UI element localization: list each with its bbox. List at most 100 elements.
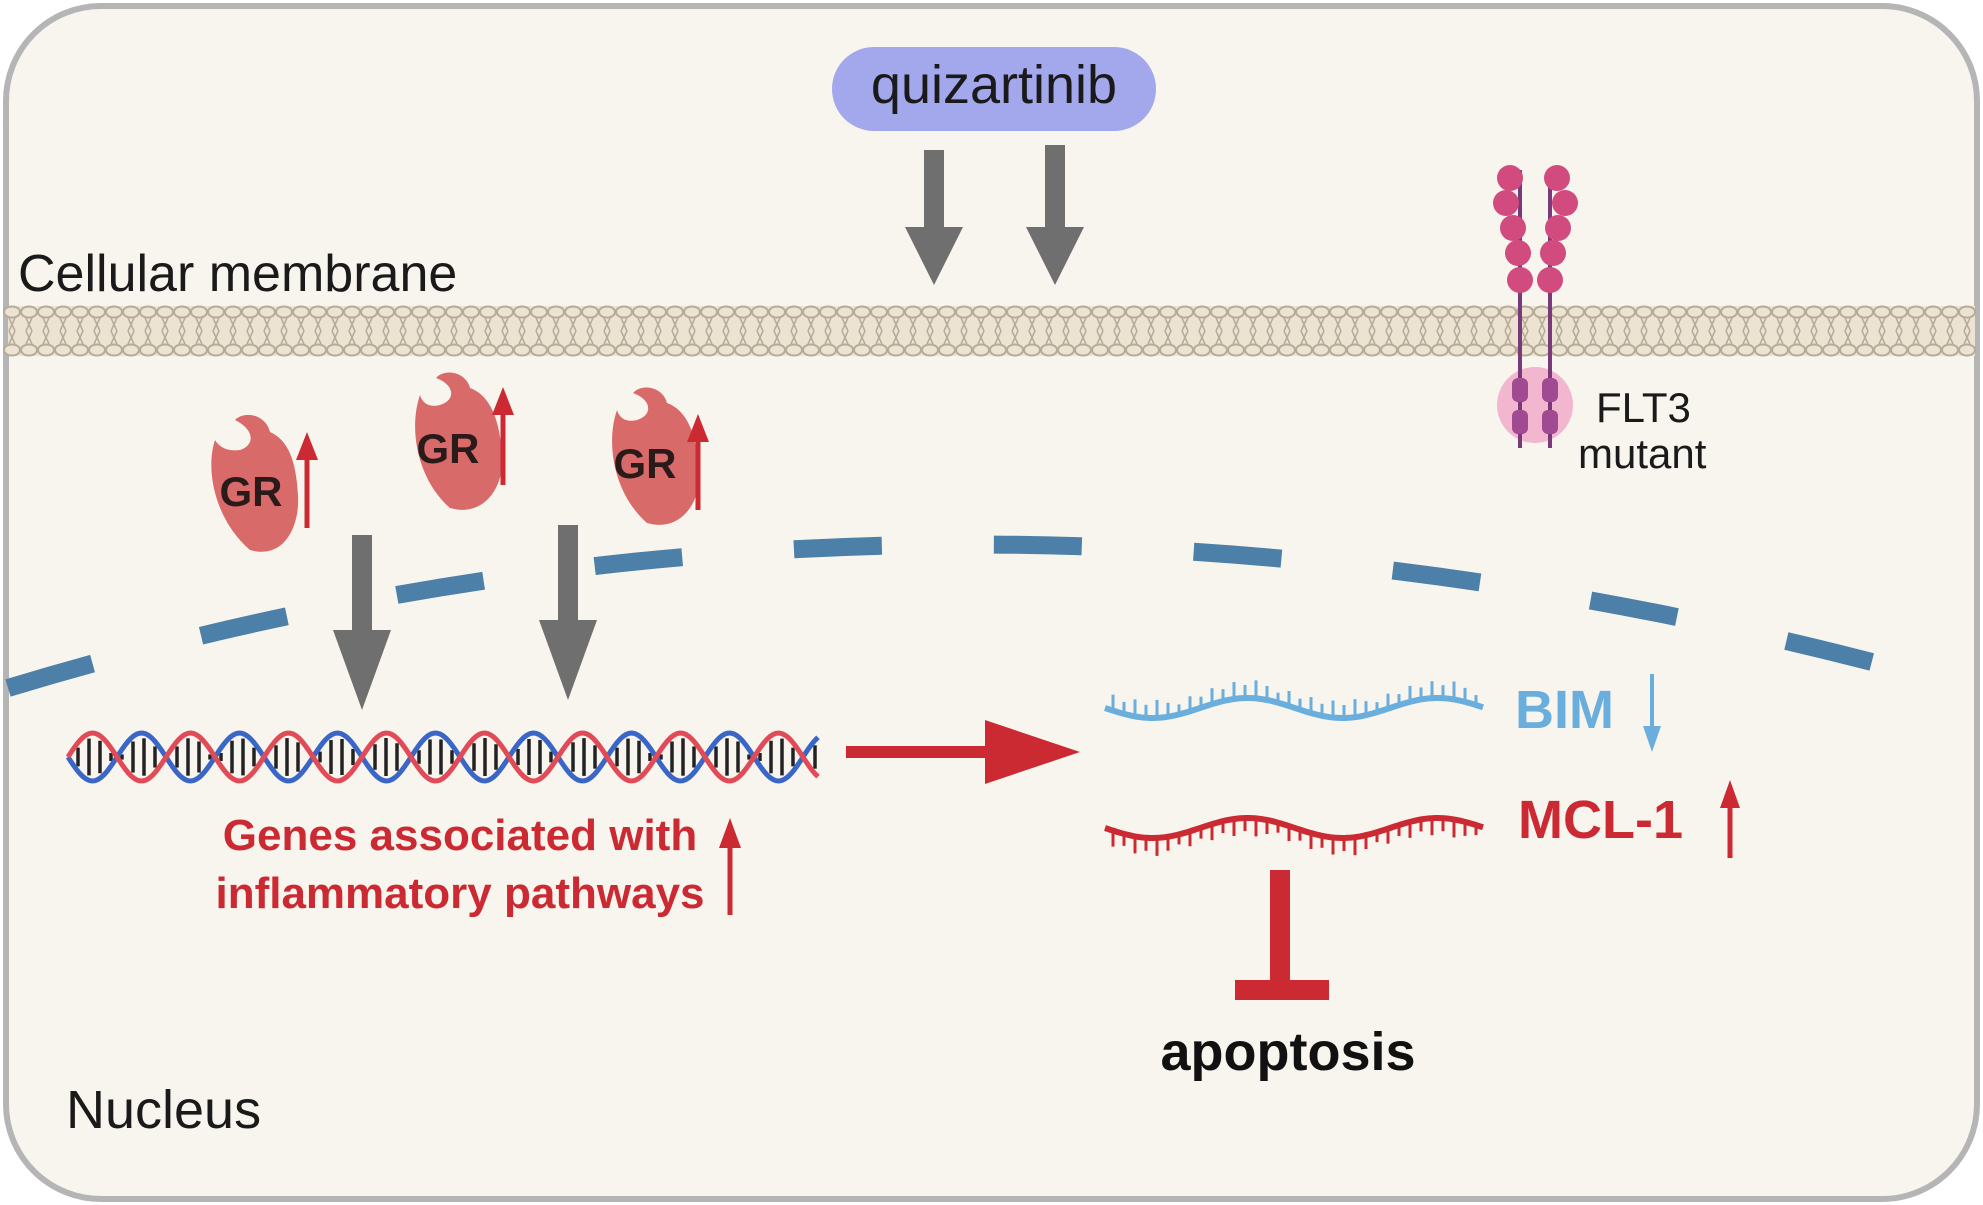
lipid-head: [581, 305, 599, 319]
lipid-tail: [637, 317, 645, 345]
lipid-head: [1329, 305, 1347, 319]
lipid-tail: [688, 317, 696, 345]
lipid-head: [496, 305, 514, 319]
lipid-head: [1159, 305, 1177, 319]
gr-up-arrow-1: [296, 432, 318, 528]
lipid-head: [615, 343, 633, 357]
gr-up-arrow-2: [492, 387, 514, 485]
lipid-head: [938, 343, 956, 357]
lipid-head: [1873, 305, 1891, 319]
genes-label-line1: Genes associated with: [223, 811, 697, 860]
lipid-tail: [1895, 317, 1903, 345]
lipid-tail: [1742, 317, 1750, 345]
lipid-head: [173, 343, 191, 357]
lipid-head: [1584, 305, 1602, 319]
lipid-head: [1890, 305, 1908, 319]
quizartinib-label: quizartinib: [871, 55, 1117, 115]
lipid-tail: [1538, 317, 1546, 345]
lipid-tail: [1232, 317, 1240, 345]
lipid-head: [1703, 305, 1721, 319]
lipid-tail: [178, 317, 186, 345]
lipid-tail: [25, 317, 33, 345]
lipid-head: [360, 343, 378, 357]
membrane-label: Cellular membrane: [18, 245, 457, 303]
lipid-tail: [824, 317, 832, 345]
lipid-tail: [1334, 317, 1342, 345]
lipid-tail: [1385, 317, 1393, 345]
lipid-tail: [1300, 317, 1308, 345]
lipid-head: [1380, 343, 1398, 357]
lipid-tail: [552, 317, 560, 345]
lipid-tail: [331, 317, 339, 345]
lipid-head: [1567, 343, 1585, 357]
lipid-head: [1890, 343, 1908, 357]
lipid-head: [1193, 305, 1211, 319]
lipid-head: [853, 343, 871, 357]
lipid-head: [1941, 305, 1959, 319]
lipid-head: [1465, 305, 1483, 319]
bim-mrna: [1104, 680, 1484, 721]
lipid-head: [1754, 343, 1772, 357]
lipid-head: [343, 305, 361, 319]
lipid-head: [445, 343, 463, 357]
lipid-head: [1805, 305, 1823, 319]
lipid-head: [1040, 305, 1058, 319]
lipid-head: [666, 343, 684, 357]
lipid-tail: [1096, 317, 1104, 345]
lipid-head: [887, 305, 905, 319]
lipid-head: [37, 343, 55, 357]
lipid-tail: [994, 317, 1002, 345]
lipid-head: [700, 343, 718, 357]
lipid-head: [1125, 343, 1143, 357]
lipid-head: [309, 343, 327, 357]
lipid-tail: [1436, 317, 1444, 345]
lipid-head: [1499, 305, 1517, 319]
lipid-head: [71, 343, 89, 357]
mcl1-mrna: [1104, 815, 1484, 856]
lipid-head: [1312, 343, 1330, 357]
receptor-transmembrane-halo: [1497, 367, 1573, 443]
lipid-head: [241, 343, 259, 357]
lipid-head: [3, 343, 21, 357]
lipid-tail: [501, 317, 509, 345]
lipid-head: [1652, 305, 1670, 319]
lipid-head: [717, 343, 735, 357]
lipid-tail: [773, 317, 781, 345]
lipid-head: [1533, 343, 1551, 357]
lipid-tail: [756, 317, 764, 345]
lipid-tail: [1878, 317, 1886, 345]
gr-label-3: GR: [614, 440, 677, 487]
lipid-tail: [246, 317, 254, 345]
lipid-head: [513, 305, 531, 319]
lipid-head: [1941, 343, 1959, 357]
lipid-head: [1227, 305, 1245, 319]
lipid-head: [1788, 305, 1806, 319]
lipid-head: [1091, 343, 1109, 357]
lipid-head: [71, 305, 89, 319]
lipid-head: [1278, 343, 1296, 357]
lipid-tail: [977, 317, 985, 345]
lipid-head: [1839, 343, 1857, 357]
lipid-head: [1397, 305, 1415, 319]
lipid-head: [1363, 343, 1381, 357]
lipid-tail: [229, 317, 237, 345]
lipid-head: [1244, 343, 1262, 357]
lipid-tail: [1181, 317, 1189, 345]
lipid-head: [819, 305, 837, 319]
lipid-head: [870, 343, 888, 357]
lipid-head: [258, 305, 276, 319]
lipid-tail: [569, 317, 577, 345]
lipid-head: [1193, 343, 1211, 357]
lipid-head: [54, 305, 72, 319]
lipid-head: [734, 305, 752, 319]
lipid-tail: [1215, 317, 1223, 345]
lipid-tail: [1912, 317, 1920, 345]
gr-to-dna-arrows: [333, 525, 597, 710]
lipid-head: [462, 343, 480, 357]
nucleus-label: Nucleus: [66, 1080, 261, 1140]
lipid-tail: [1419, 317, 1427, 345]
lipid-head: [496, 343, 514, 357]
lipid-head: [105, 305, 123, 319]
lipid-head: [275, 343, 293, 357]
lipid-tail: [1317, 317, 1325, 345]
